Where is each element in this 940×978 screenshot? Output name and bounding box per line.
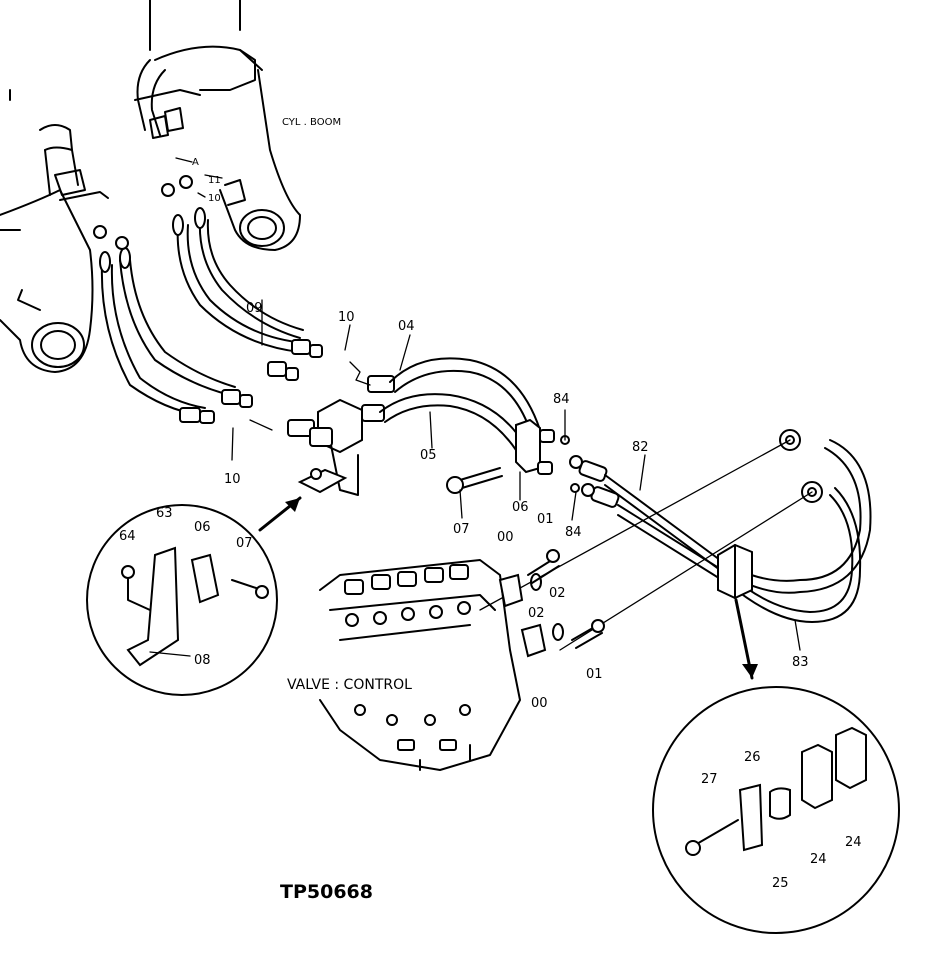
label-06: 06 bbox=[512, 500, 529, 515]
label-82: 82 bbox=[632, 440, 649, 455]
detail-label-26: 26 bbox=[744, 750, 761, 765]
junction-block bbox=[287, 375, 395, 496]
control-valve bbox=[319, 549, 605, 771]
label-a: A bbox=[192, 157, 199, 168]
label-02-b: 02 bbox=[549, 586, 566, 601]
label-10-mid: 10 bbox=[338, 310, 355, 325]
detail-label-24-b: 24 bbox=[845, 835, 862, 850]
bolt-07 bbox=[446, 467, 503, 494]
label-01-b: 01 bbox=[586, 667, 603, 682]
label-valve-control: VALVE : CONTROL bbox=[287, 677, 412, 693]
detail-label-07: 07 bbox=[236, 536, 253, 551]
label-05: 05 bbox=[420, 448, 437, 463]
detail-label-27: 27 bbox=[701, 772, 718, 787]
label-10-low: 10 bbox=[224, 472, 241, 487]
label-83: 83 bbox=[792, 655, 809, 670]
label-84-a: 84 bbox=[553, 392, 570, 407]
label-04: 04 bbox=[398, 319, 415, 334]
label-00-a: 00 bbox=[497, 530, 514, 545]
label-01-a: 01 bbox=[537, 512, 554, 527]
label-00-b: 00 bbox=[531, 696, 548, 711]
detail-label-06: 06 bbox=[194, 520, 211, 535]
detail-label-25: 25 bbox=[772, 876, 789, 891]
label-02-a: 02 bbox=[528, 606, 545, 621]
hoses bbox=[93, 175, 323, 424]
detail-label-08: 08 bbox=[194, 653, 211, 668]
label-cyl-boom: CYL . BOOM bbox=[282, 117, 341, 128]
part-labels: CYL . BOOM A 11 10 09 10 04 10 05 84 84 … bbox=[119, 117, 862, 903]
detail-label-64: 64 bbox=[119, 529, 136, 544]
tube-assembly-04-05 bbox=[379, 357, 580, 493]
detail-label-63: 63 bbox=[156, 506, 173, 521]
label-07: 07 bbox=[453, 522, 470, 537]
label-09: 09 bbox=[246, 301, 263, 316]
label-11: 11 bbox=[208, 175, 221, 186]
detail-clamp bbox=[652, 598, 900, 934]
label-84-b: 84 bbox=[565, 525, 582, 540]
left-boom-cylinder bbox=[0, 89, 109, 373]
right-boom-cylinder bbox=[134, 0, 301, 251]
label-10-top: 10 bbox=[208, 193, 221, 204]
figure-id: TP50668 bbox=[280, 881, 373, 903]
detail-label-24-a: 24 bbox=[810, 852, 827, 867]
tube-assembly-82-83 bbox=[569, 429, 872, 623]
detail-bracket bbox=[86, 496, 302, 696]
